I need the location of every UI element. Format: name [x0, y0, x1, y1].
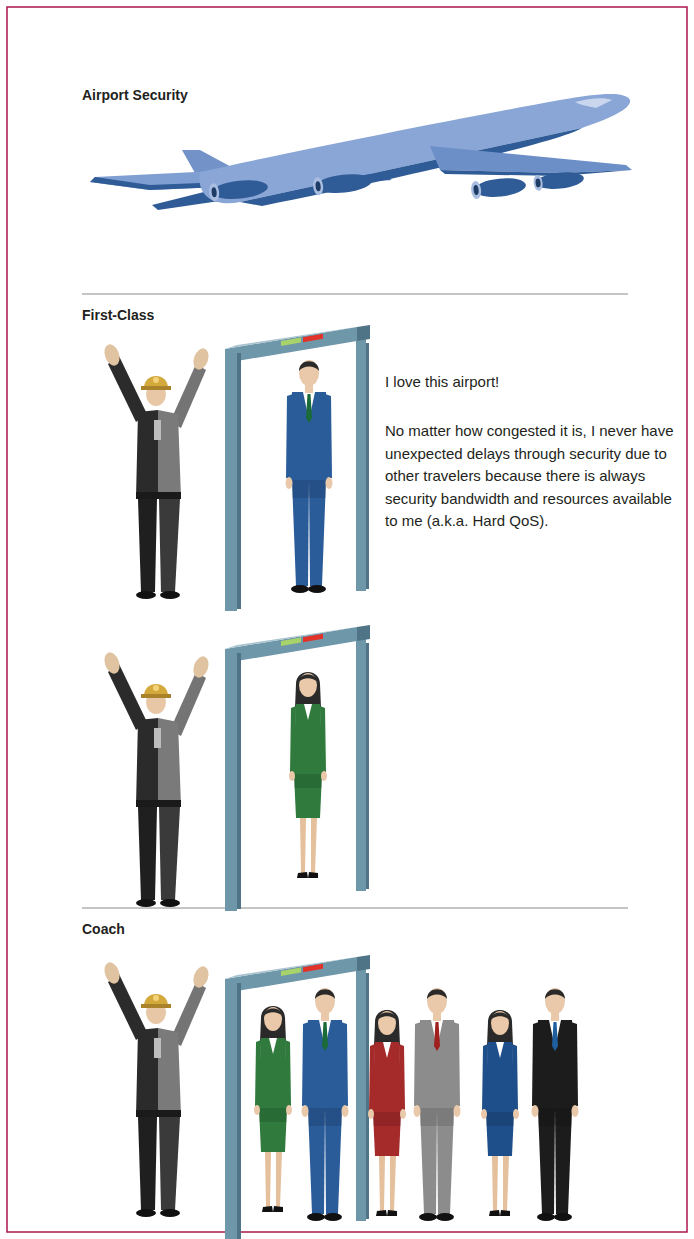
security-officer — [102, 342, 212, 599]
traveler-woman — [254, 1006, 292, 1212]
traveler-woman — [368, 1010, 406, 1216]
frame-border — [7, 7, 687, 1232]
traveler-man — [302, 988, 349, 1221]
metal-detector — [225, 955, 370, 1239]
metal-detector — [225, 325, 370, 611]
traveler-woman — [481, 1010, 519, 1216]
section-divider — [82, 294, 628, 295]
security-officer — [102, 960, 212, 1217]
metal-detector — [225, 625, 370, 911]
diagram-title: Airport Security — [82, 84, 482, 107]
speech-body: No matter how congested it is, I never h… — [385, 420, 687, 533]
traveler-man — [414, 988, 461, 1221]
speech-heading: I love this airport! — [385, 371, 685, 394]
section-heading: First-Class — [82, 304, 482, 327]
traveler-man — [532, 988, 579, 1221]
section-divider — [82, 908, 628, 909]
traveler-woman — [289, 672, 327, 878]
security-officer — [102, 650, 212, 907]
traveler-man — [286, 360, 333, 593]
airplane — [90, 94, 632, 210]
section-heading: Coach — [82, 918, 482, 941]
